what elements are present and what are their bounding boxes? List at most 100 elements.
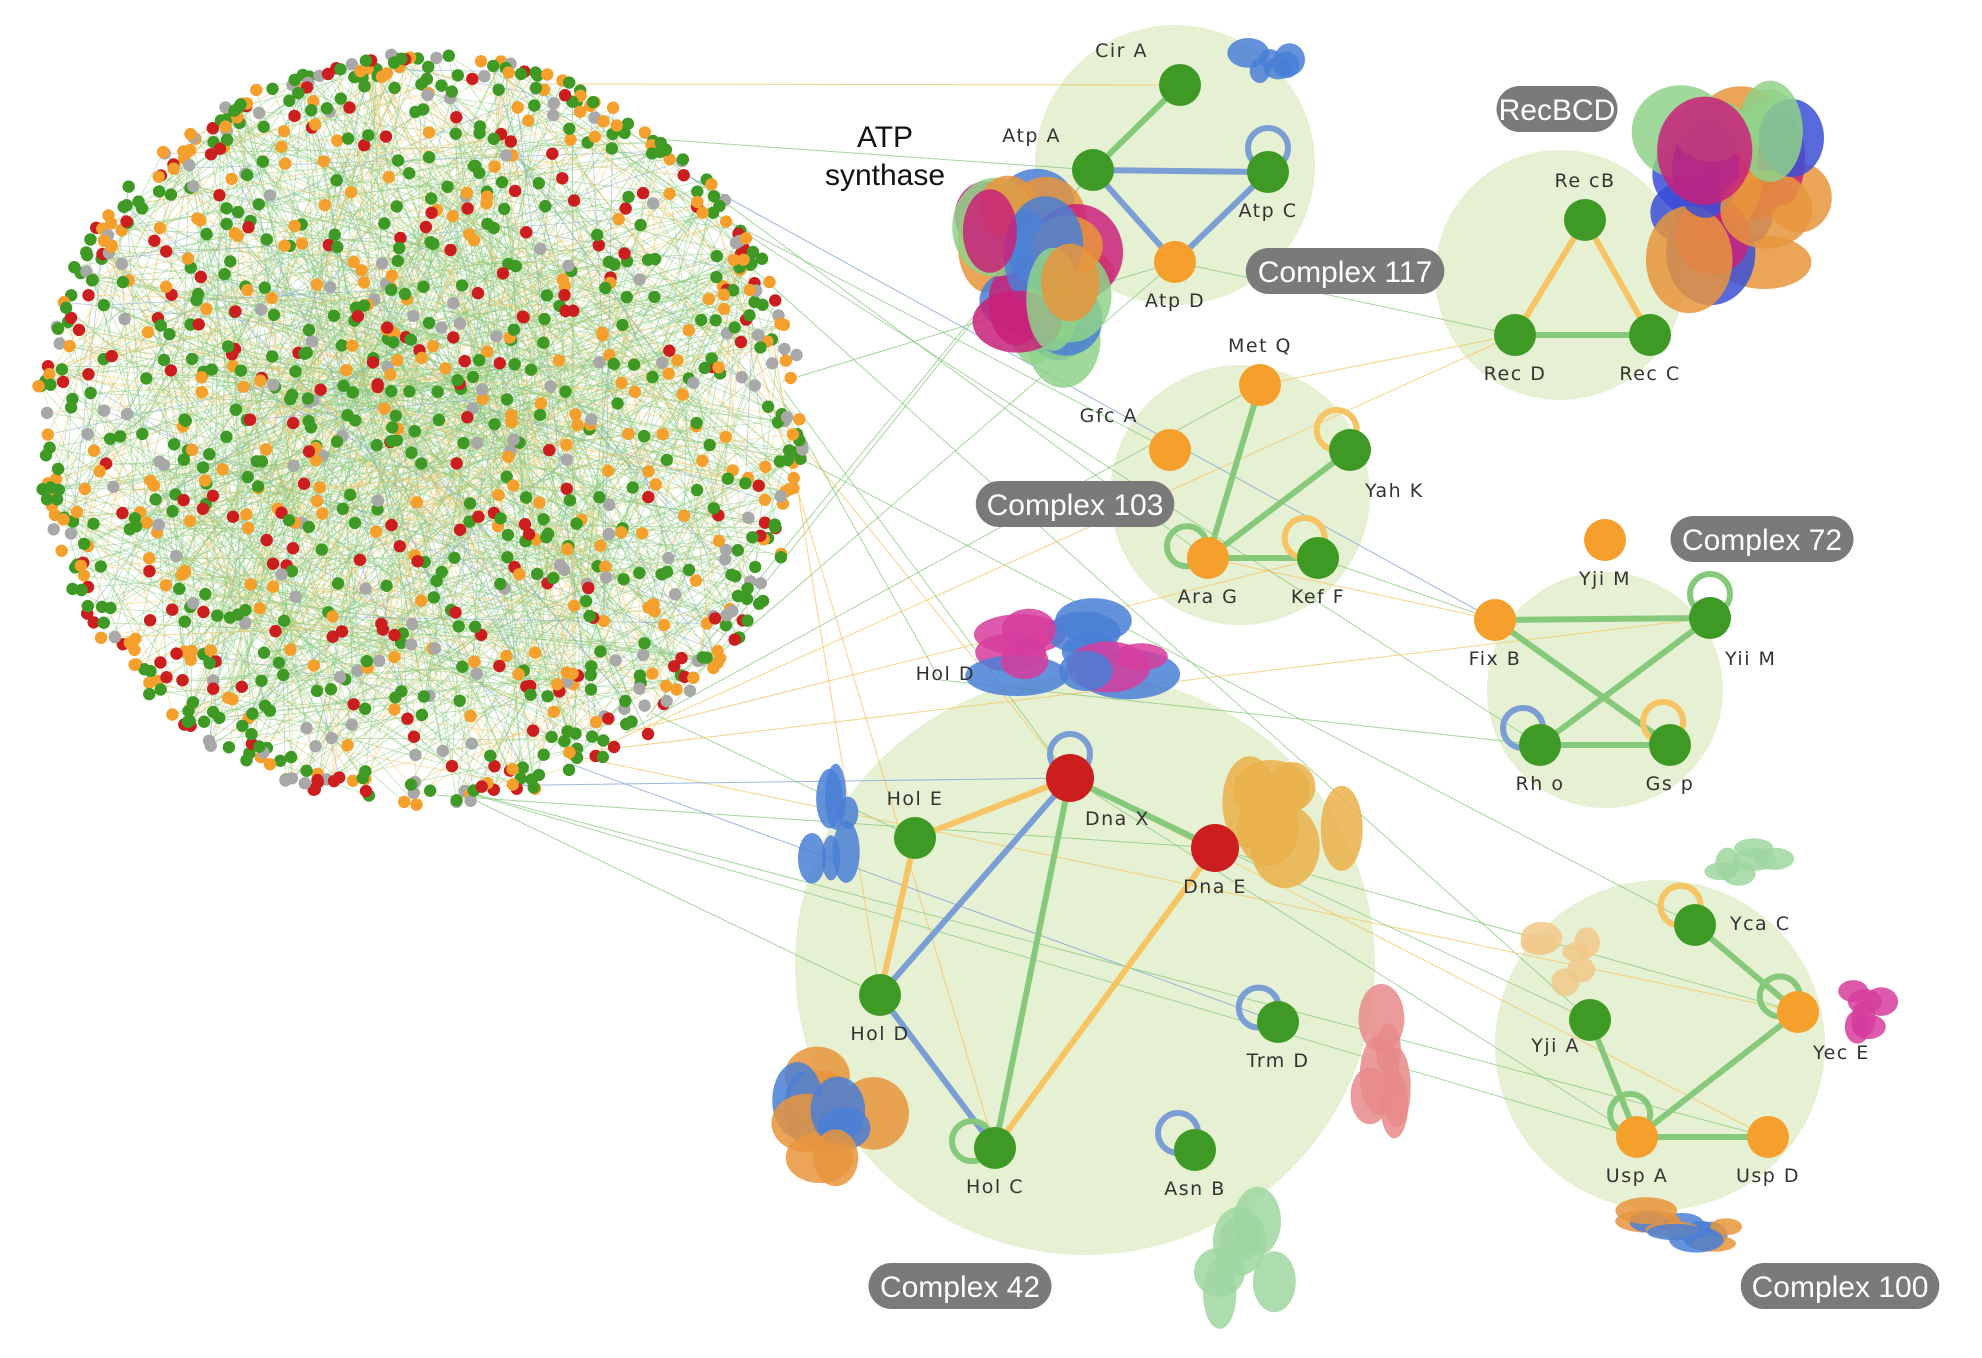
network-node xyxy=(494,512,507,525)
network-node xyxy=(203,656,216,670)
network-node xyxy=(436,744,449,758)
network-node xyxy=(531,567,544,581)
network-node xyxy=(381,321,394,334)
network-edge xyxy=(76,511,358,671)
network-node xyxy=(359,765,372,778)
network-node xyxy=(348,516,362,530)
network-node xyxy=(237,380,250,393)
network-edge xyxy=(570,270,574,685)
network-edge xyxy=(294,441,391,523)
network-node xyxy=(315,543,328,556)
network-edge xyxy=(72,521,555,713)
network-node xyxy=(526,724,540,737)
network-edge xyxy=(103,304,782,558)
network-node xyxy=(357,299,371,312)
network-node xyxy=(254,303,268,316)
network-edge xyxy=(594,136,800,420)
protein-node xyxy=(1494,314,1536,356)
network-node xyxy=(266,82,279,96)
network-node xyxy=(560,438,573,451)
network-node xyxy=(712,534,726,548)
network-node xyxy=(75,583,88,597)
network-node xyxy=(710,249,723,263)
network-edge xyxy=(54,418,800,491)
network-node xyxy=(128,643,141,657)
inter-complex-link xyxy=(1317,557,1496,621)
network-node xyxy=(501,528,515,542)
network-node xyxy=(298,777,311,790)
network-edge xyxy=(184,419,440,622)
network-node xyxy=(691,195,704,209)
network-node xyxy=(606,101,620,114)
network-node xyxy=(463,497,477,510)
network-node xyxy=(284,750,298,764)
network-edge xyxy=(210,422,697,747)
network-node xyxy=(427,591,440,604)
network-node xyxy=(63,339,76,353)
network-node xyxy=(583,609,596,623)
network-edge xyxy=(507,534,522,779)
network-node xyxy=(275,140,288,153)
complex-badge: Complex 103 xyxy=(975,481,1175,527)
holc-structure xyxy=(771,1046,909,1187)
network-node xyxy=(528,99,541,112)
network-node xyxy=(520,226,533,239)
network-node xyxy=(430,51,443,65)
network-node xyxy=(225,172,238,186)
network-node xyxy=(709,314,722,327)
network-node xyxy=(307,659,321,672)
network-node xyxy=(737,253,750,266)
network-node xyxy=(183,143,197,157)
network-edge xyxy=(472,258,763,409)
network-edge xyxy=(500,134,548,697)
network-node xyxy=(696,206,709,219)
yjia-structure xyxy=(1520,921,1600,997)
protein-node xyxy=(1474,599,1516,641)
network-edge xyxy=(336,179,654,204)
network-node xyxy=(648,290,661,304)
network-edge xyxy=(652,203,656,260)
network-node xyxy=(446,209,459,223)
network-node xyxy=(240,754,253,767)
network-node xyxy=(752,479,765,492)
structure-lobe xyxy=(1232,760,1310,821)
network-edge xyxy=(157,318,185,652)
network-node xyxy=(756,298,769,311)
network-node xyxy=(143,552,156,565)
structure-lobe xyxy=(1657,96,1753,205)
network-node xyxy=(310,684,324,698)
network-node xyxy=(794,452,807,465)
network-edge xyxy=(72,588,204,655)
network-edge xyxy=(189,465,294,608)
network-node xyxy=(700,651,713,664)
network-node xyxy=(641,727,655,741)
network-node xyxy=(453,694,466,707)
network-node xyxy=(758,493,772,506)
network-node xyxy=(481,345,494,358)
network-edge xyxy=(119,258,763,437)
network-node xyxy=(253,106,266,120)
network-node xyxy=(660,694,673,708)
network-node xyxy=(457,436,470,450)
network-node xyxy=(236,719,249,732)
network-node xyxy=(326,610,339,623)
network-node xyxy=(330,174,343,187)
network-edge xyxy=(219,258,763,719)
network-node xyxy=(313,481,326,494)
network-node xyxy=(450,111,463,124)
network-node xyxy=(533,408,547,422)
network-edge xyxy=(213,458,801,690)
network-edge xyxy=(626,261,748,589)
network-node xyxy=(242,521,255,535)
complex-edge xyxy=(1512,217,1588,338)
badge-pill xyxy=(975,481,1175,527)
network-node xyxy=(279,774,292,787)
protein-label: Yca C xyxy=(1729,913,1791,935)
network-node xyxy=(85,274,99,287)
network-node xyxy=(324,281,337,294)
network-edge xyxy=(206,233,365,306)
network-node xyxy=(404,333,417,346)
network-node xyxy=(57,513,70,526)
network-node xyxy=(250,83,263,97)
network-node xyxy=(455,279,469,292)
